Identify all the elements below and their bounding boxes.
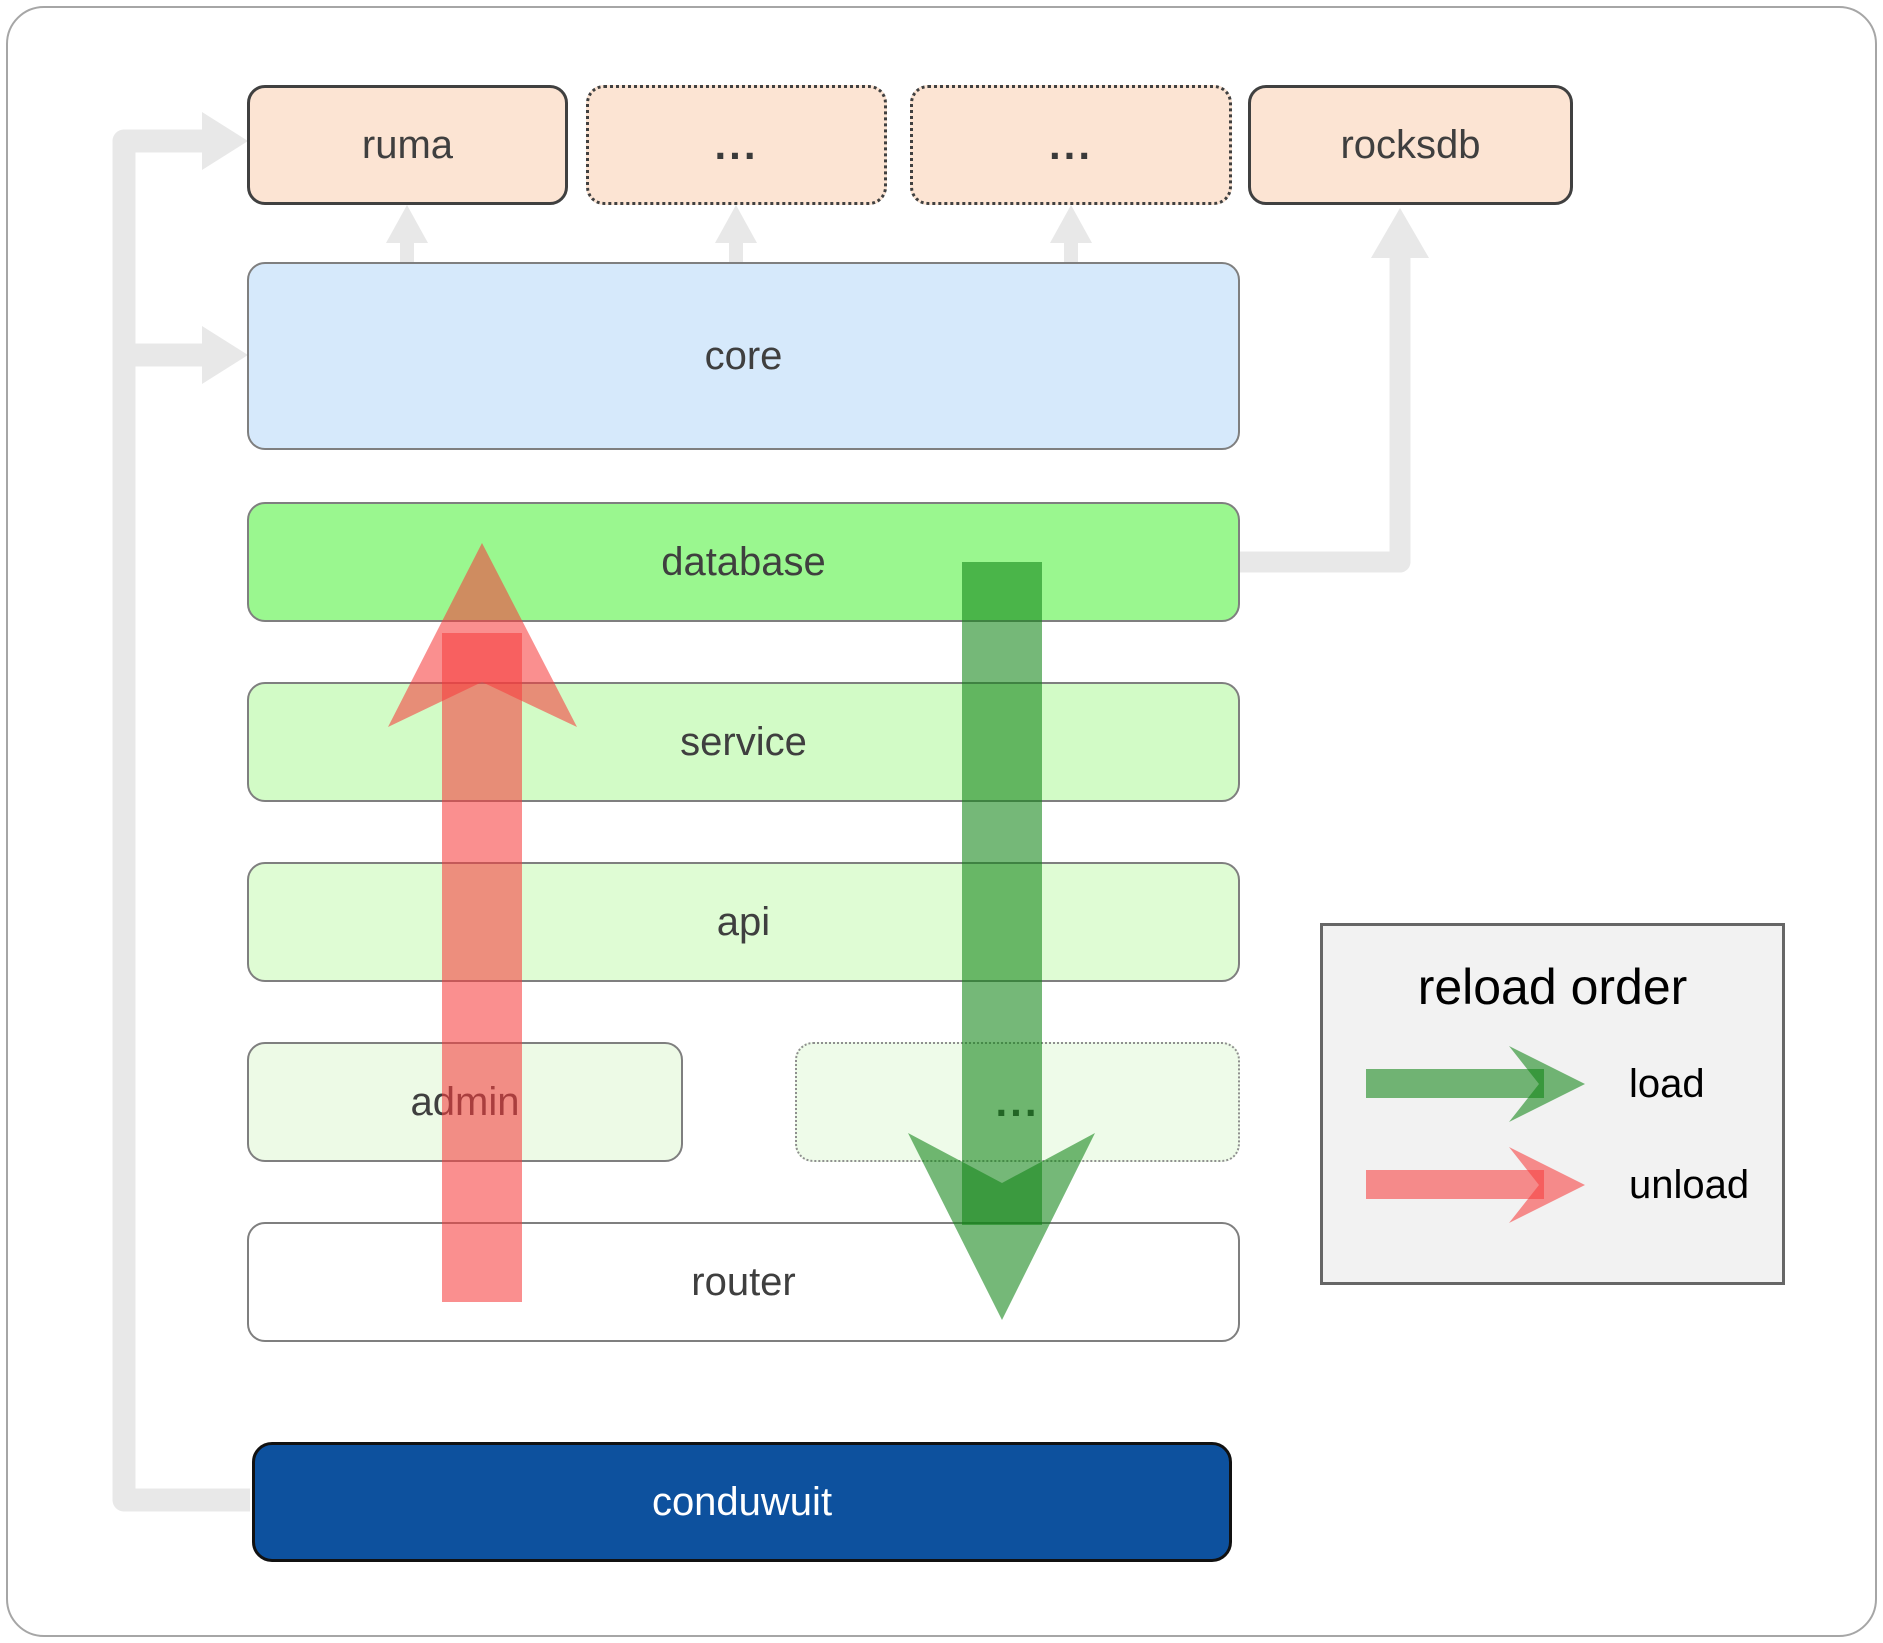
box-admin-dots-label: ... (995, 1078, 1040, 1125)
box-dots-a: ... (586, 85, 887, 205)
box-ruma-label: ruma (361, 122, 454, 167)
legend: reload order load unload (1320, 923, 1785, 1285)
box-api: api (247, 862, 1240, 982)
box-admin-dots: ... (795, 1042, 1240, 1162)
box-admin-label: admin (410, 1079, 520, 1124)
arrowhead-into-core-icon (202, 326, 248, 384)
arrowhead-core-to-ruma-icon (386, 205, 428, 243)
connector-conduwuit-to-ruma (112, 129, 250, 1512)
box-service-label: service (680, 719, 807, 764)
connector-database-to-rocksdb (1240, 256, 1411, 573)
box-dots-b: ... (910, 85, 1232, 205)
box-core-label: core (704, 333, 783, 378)
box-admin: admin (247, 1042, 683, 1162)
legend-load-arrow-icon (1366, 1046, 1585, 1122)
box-conduwuit-label: conduwuit (651, 1479, 833, 1524)
box-service: service (247, 682, 1240, 802)
box-api-label: api (716, 899, 771, 944)
box-database-label: database (661, 539, 826, 584)
box-conduwuit: conduwuit (252, 1442, 1232, 1562)
arrowhead-into-ruma-icon (202, 112, 248, 170)
box-core: core (247, 262, 1240, 450)
box-database: database (247, 502, 1240, 622)
legend-load-label: load (1629, 1062, 1705, 1106)
arrowhead-core-to-dots-b-icon (1050, 205, 1092, 243)
box-rocksdb: rocksdb (1248, 85, 1573, 205)
arrowhead-into-rocksdb-icon (1371, 208, 1429, 258)
legend-unload-label: unload (1629, 1163, 1750, 1207)
box-dots-a-label: ... (714, 121, 759, 168)
box-ruma: ruma (247, 85, 568, 205)
legend-title: reload order (1417, 959, 1688, 1015)
box-dots-b-label: ... (1048, 121, 1093, 168)
box-router-label: router (691, 1259, 796, 1304)
arrowhead-core-to-dots-a-icon (715, 205, 757, 243)
legend-unload-arrow-icon (1366, 1147, 1585, 1223)
box-router: router (247, 1222, 1240, 1342)
box-rocksdb-label: rocksdb (1340, 122, 1481, 167)
